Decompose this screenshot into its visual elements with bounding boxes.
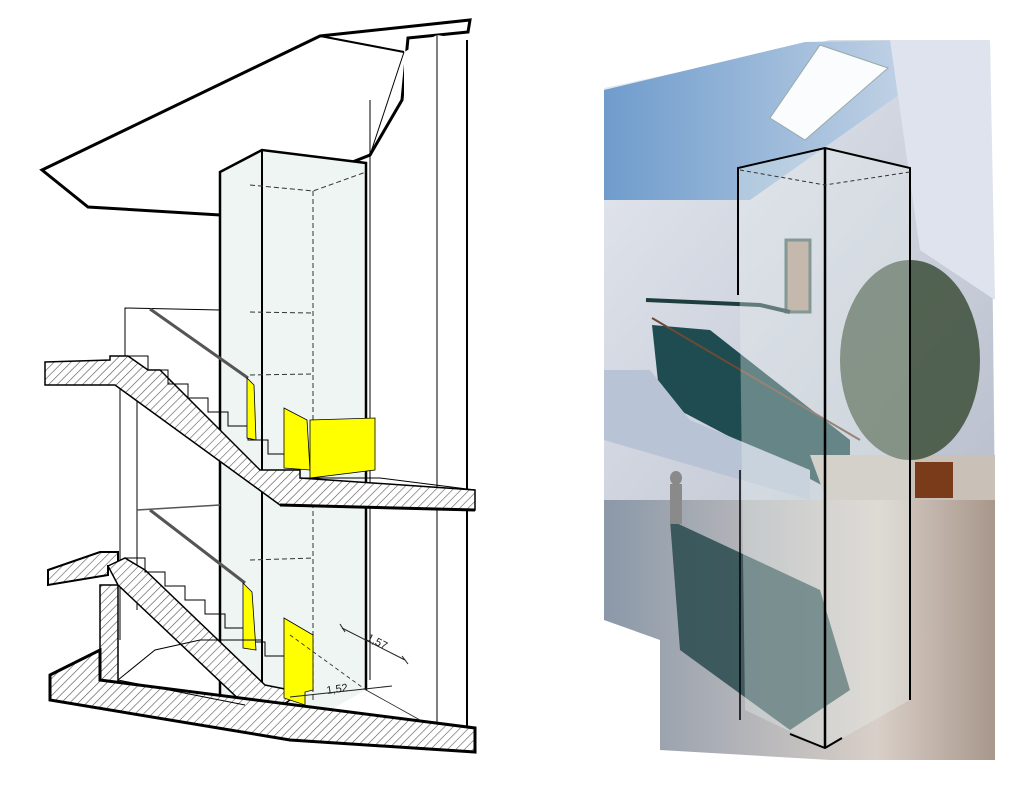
technical-drawing-panel: 1,57 1,52 [39,18,477,754]
plant-pot [915,462,953,498]
dimension-label-width: 1,52 [326,682,349,697]
dimension-width: 1,52 [289,682,421,721]
technical-drawing: 1,57 1,52 [39,18,477,754]
lower-stair-flight [47,551,291,711]
upper-yellow-panels [246,377,376,479]
lower-stairs [670,520,850,730]
upper-railing [645,298,791,314]
skylight [769,44,889,141]
photo-right-wall [890,40,995,300]
upper-stair-stringer [652,325,850,500]
rear-wall [369,35,468,740]
dimension-label-depth: 1,57 [365,632,390,652]
point-cloud-render [604,40,995,760]
lower-yellow-panels [242,582,314,706]
point-cloud-panel [590,0,1024,791]
shaft-overlay [737,146,911,750]
upper-stair-flight [44,355,476,512]
lower-wall [136,504,246,585]
upper-steps [604,370,810,500]
person-body [670,484,682,524]
doorway [784,238,812,314]
ground-slab [48,639,477,754]
person-head [670,471,682,485]
